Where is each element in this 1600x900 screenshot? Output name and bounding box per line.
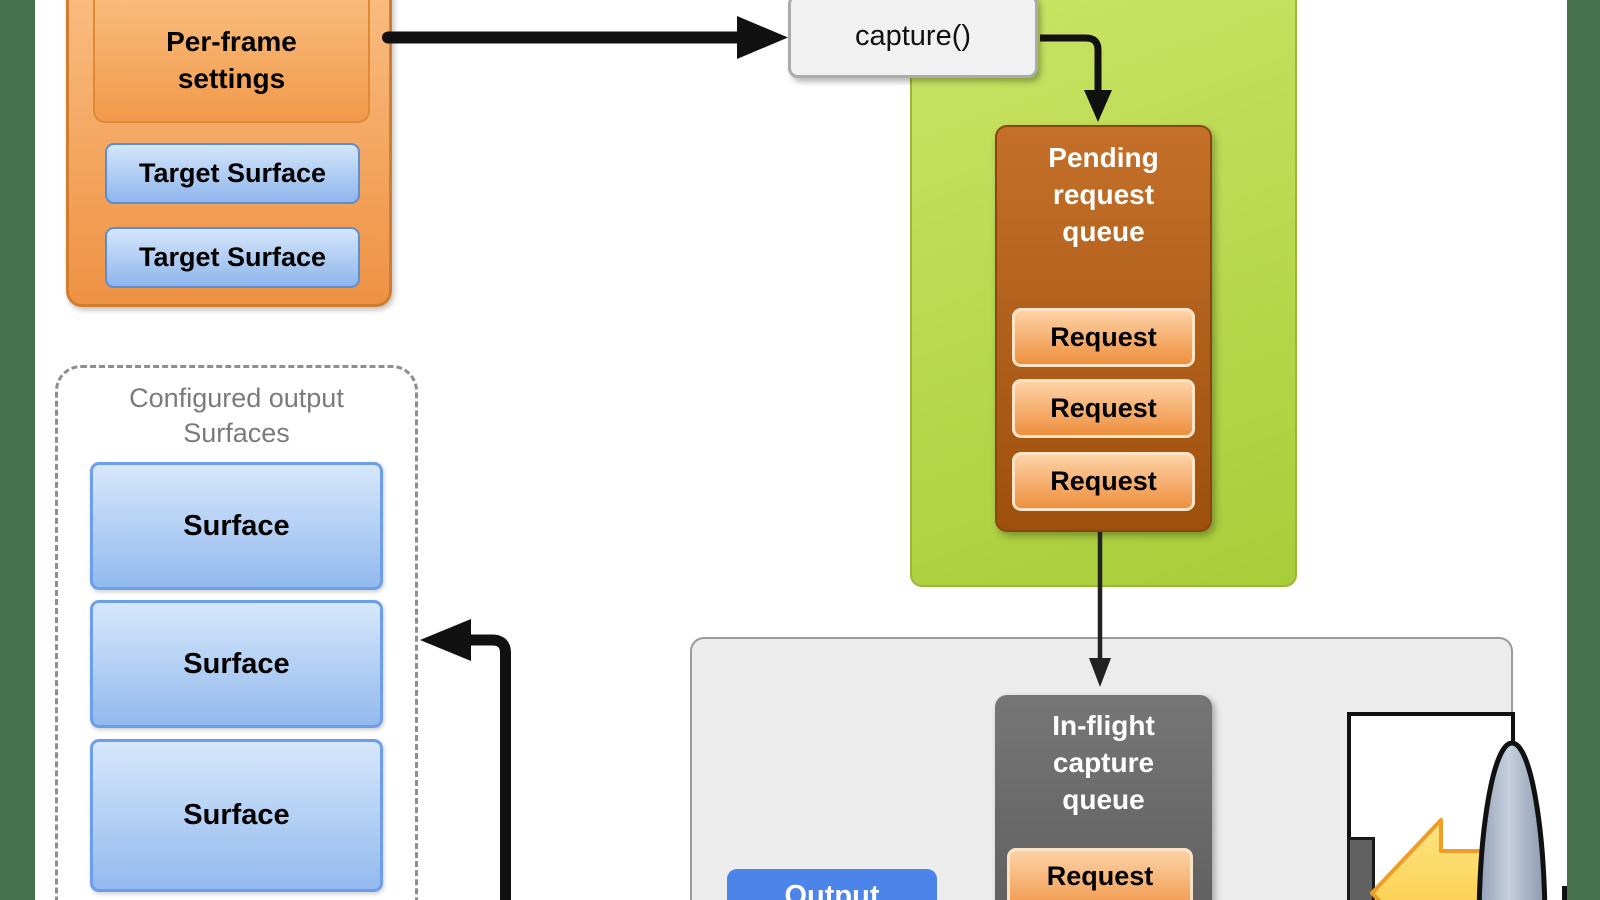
in-flight-request-item-1: Request — [1007, 848, 1193, 900]
surface-label-2: Surface — [183, 647, 290, 680]
output-box: Output — [727, 869, 937, 900]
pending-request-item-3: Request — [1012, 452, 1195, 511]
arrow-to-configured-surfaces — [420, 619, 511, 900]
target-surface-box-1: Target Surface — [105, 143, 360, 204]
per-frame-settings-box: Per-frame settings — [93, 0, 370, 123]
request-label: Request — [1050, 466, 1157, 496]
capture-method-label: capture() — [854, 19, 972, 52]
per-frame-settings-label: Per-frame settings — [166, 26, 297, 94]
pending-request-item-2: Request — [1012, 379, 1195, 438]
target-surface-label-2: Target Surface — [138, 242, 327, 272]
camera-box-edge — [1562, 886, 1567, 900]
configured-output-surfaces-group — [55, 365, 418, 900]
surface-box-1: Surface — [90, 462, 383, 590]
request-label: Request — [1050, 393, 1157, 423]
configured-output-surfaces-title: Configured output Surfaces — [129, 383, 344, 448]
output-label: Output — [784, 880, 880, 900]
target-surface-box-2: Target Surface — [105, 227, 360, 288]
request-label: Request — [1046, 861, 1154, 891]
arrow-settings-to-capture — [382, 16, 788, 59]
pending-request-item-1: Request — [1012, 308, 1195, 367]
camera-sensor-block — [1347, 837, 1375, 900]
request-label: Request — [1050, 322, 1157, 352]
in-flight-capture-queue-title: In-flight capture queue — [1052, 710, 1155, 815]
surface-label-3: Surface — [183, 799, 290, 831]
surface-box-3: Surface — [90, 739, 383, 892]
capture-method-box: capture() — [788, 0, 1038, 78]
left-letterbox — [0, 0, 35, 900]
pending-request-queue-title: Pending request queue — [1048, 142, 1159, 247]
surface-box-2: Surface — [90, 600, 383, 728]
right-letterbox — [1567, 0, 1600, 900]
surface-label-1: Surface — [183, 509, 290, 542]
target-surface-label-1: Target Surface — [138, 158, 327, 188]
